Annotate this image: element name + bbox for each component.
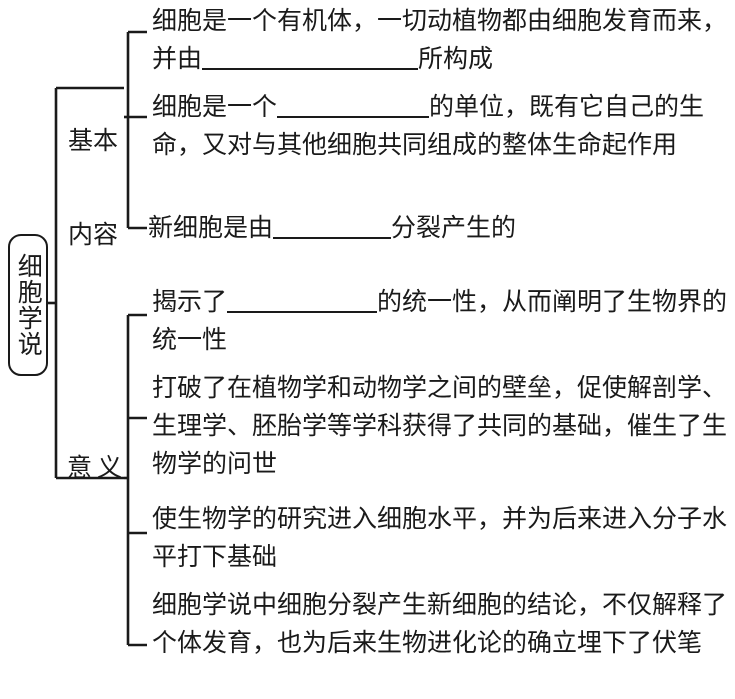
leaf-basic-content-3: 新细胞是由 分裂产生的 bbox=[148, 209, 733, 247]
fill-in-blank[interactable] bbox=[227, 311, 378, 313]
leaf-text-segment: 新细胞是由 bbox=[148, 213, 274, 242]
leaf-basic-content-1: 细胞是一个有机体，一切动植物都由细胞发育而来，并由所构成 bbox=[152, 2, 735, 78]
fill-in-blank[interactable] bbox=[277, 116, 430, 118]
root-node-cell-theory[interactable]: 细胞学说 bbox=[8, 234, 48, 376]
leaf-text-segment: 揭示了 bbox=[152, 287, 228, 316]
leaf-significance-4: 细胞学说中细胞分裂产生新细胞的结论，不仅解释了个体发育，也为后来生物进化论的确立… bbox=[152, 590, 728, 657]
branch-label-basic-content-line1: 基本 bbox=[67, 126, 118, 155]
leaf-text-segment: 细胞是一个 bbox=[152, 92, 278, 121]
leaf-significance-2: 打破了在植物学和动物学之间的壁垒，促使解剖学、生理学、胚胎学等学科获得了共同的基… bbox=[152, 373, 728, 478]
leaf-significance-1: 揭示了的统一性，从而阐明了生物界的统一性 bbox=[152, 283, 735, 359]
leaf-text-segment: 的单位，既有它自己的生命，又对与其他细胞共同组成的整体生命起作用 bbox=[152, 92, 705, 159]
leaf-text-segment: 所构成 bbox=[418, 44, 494, 73]
fill-in-blank[interactable] bbox=[202, 68, 419, 70]
fill-in-blank[interactable] bbox=[273, 237, 392, 239]
leaf-text-segment: 分裂产生的 bbox=[391, 213, 517, 242]
root-node-label: 细胞学说 bbox=[14, 253, 44, 357]
leaf-text-segment: 细胞是一个有机体，一切动植物都由细胞发育而来，并由 bbox=[152, 6, 728, 73]
branch-label-significance[interactable]: 意义 bbox=[67, 453, 128, 482]
branch-label-basic-content[interactable]: 基本 内容 bbox=[62, 78, 124, 297]
leaf-basic-content-2: 细胞是一个的单位，既有它自己的生命，又对与其他细胞共同组成的整体生命起作用 bbox=[152, 88, 735, 164]
branch-label-basic-content-line2: 内容 bbox=[67, 220, 118, 249]
leaf-significance-3: 使生物学的研究进入细胞水平，并为后来进入分子水平打下基础 bbox=[152, 504, 728, 571]
leaf-text-segment: 的统一性，从而阐明了生物界的统一性 bbox=[152, 287, 728, 354]
